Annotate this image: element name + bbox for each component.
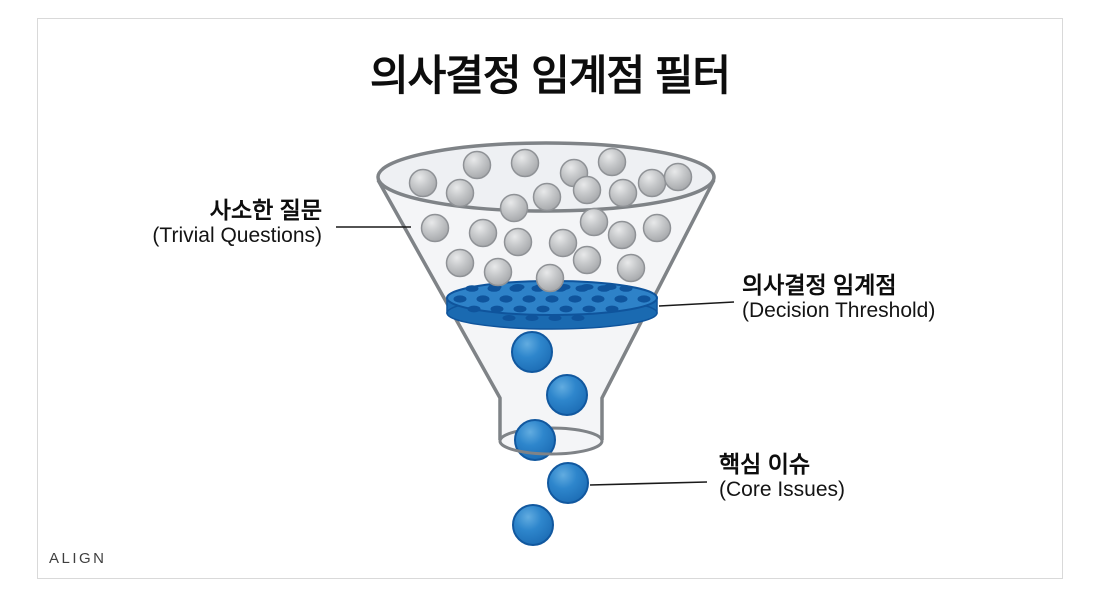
label-core-issues: 핵심 이슈 (Core Issues): [719, 451, 845, 503]
funnel-wall-left: [376, 179, 502, 440]
disk-holes: [453, 284, 651, 321]
label-decision-threshold: 의사결정 임계점 (Decision Threshold): [742, 272, 935, 324]
label-trivial-ko: 사소한 질문: [209, 197, 322, 223]
brand-logo-align: ALIGN: [49, 550, 107, 567]
label-threshold-en: (Decision Threshold): [742, 299, 936, 323]
label-core-ko: 핵심 이슈: [719, 451, 811, 477]
core-balls-output: [512, 462, 589, 546]
leader-line-threshold: [658, 301, 735, 307]
label-threshold-ko: 의사결정 임계점: [742, 272, 897, 298]
label-trivial-en: (Trivial Questions): [152, 224, 322, 248]
label-core-en: (Core Issues): [719, 478, 846, 502]
funnel-wall-right: [600, 179, 716, 440]
label-trivial-questions: 사소한 질문 (Trivial Questions): [60, 197, 322, 249]
leader-line-core: [589, 481, 708, 486]
core-balls-in-stem: [514, 374, 588, 461]
page-title: 의사결정 임계점 필터: [369, 52, 731, 99]
stem-front-rim: [498, 440, 604, 456]
trivial-balls: [408, 147, 693, 293]
core-ball-through-disk: [511, 331, 553, 373]
